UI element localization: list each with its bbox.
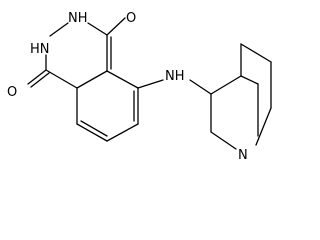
bond [210, 75, 242, 95]
bond [240, 75, 259, 85]
bond [49, 22, 69, 37]
bond [80, 120, 108, 137]
bond [76, 70, 108, 89]
atom-label-carbonyl-oxygen-top: O [126, 11, 136, 26]
atom-label-carbonyl-oxygen-bottom: O [7, 85, 17, 100]
quinuclidine-cage [210, 43, 272, 150]
bond [87, 22, 108, 36]
bond [106, 70, 139, 89]
atom-label-amine-nh: NH [165, 69, 185, 84]
chemical-structure: O NH HN O NH N [7, 11, 272, 163]
bond [27, 69, 47, 85]
bond [45, 69, 78, 89]
bond [137, 79, 164, 89]
bond [210, 131, 237, 150]
bond [76, 123, 108, 142]
bond [106, 17, 126, 36]
bond [255, 107, 272, 146]
bond [189, 79, 212, 95]
atom-label-bridgehead-nitrogen: N [238, 148, 248, 163]
bond [240, 43, 272, 63]
benzene-ring [76, 70, 139, 142]
atom-label-nh-top: NH [68, 11, 88, 26]
bond [106, 123, 139, 142]
phthalazinedione-ring [27, 17, 126, 89]
atom-label-hn-left: HN [30, 42, 50, 57]
amine-linker [137, 79, 212, 95]
bond [30, 72, 50, 88]
